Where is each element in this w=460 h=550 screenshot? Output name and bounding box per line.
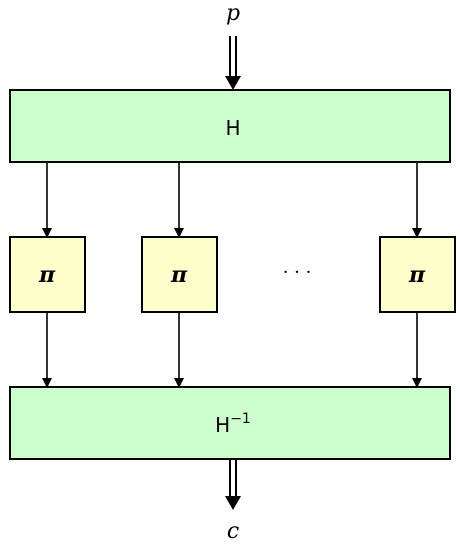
input-label: p xyxy=(226,1,240,26)
top-block: H xyxy=(9,89,451,163)
bottom-block: H−1 xyxy=(9,386,451,460)
sbox-1-label: π xyxy=(38,262,56,288)
bottom-arrows xyxy=(42,312,422,388)
top-arrows xyxy=(42,162,422,238)
output-double-arrow xyxy=(225,459,241,510)
input-double-arrow xyxy=(225,36,241,90)
sbox-n: π xyxy=(379,236,456,313)
top-block-label: H xyxy=(225,116,240,140)
sbox-n-label: π xyxy=(408,262,426,288)
ellipsis: · · · xyxy=(283,262,312,283)
sbox-2: π xyxy=(141,236,218,313)
bottom-block-superscript: −1 xyxy=(230,411,251,427)
bottom-block-label: H xyxy=(215,413,230,437)
svg-text:H−1: H−1 xyxy=(215,411,251,437)
output-label: c xyxy=(227,519,239,544)
sbox-1: π xyxy=(9,236,86,313)
sbox-2-label: π xyxy=(170,262,188,288)
